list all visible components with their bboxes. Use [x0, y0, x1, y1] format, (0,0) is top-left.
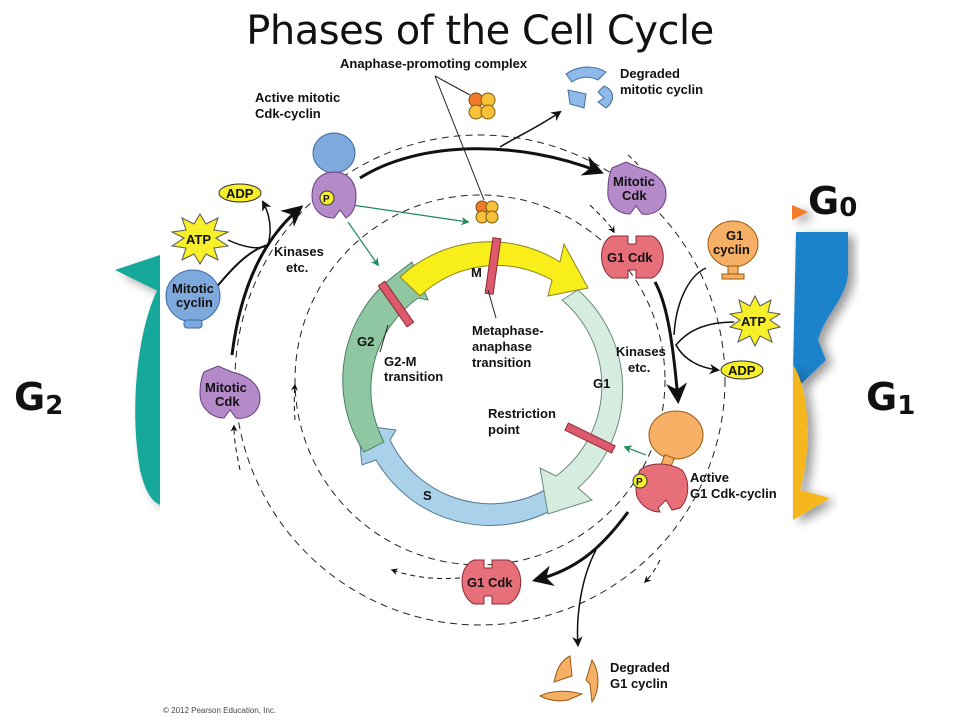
active-g1-cdk-cyclin: P: [632, 410, 704, 513]
apc-pointer-2: [434, 75, 485, 201]
slide-title: Phases of the Cell Cycle: [246, 8, 714, 54]
g1-label: G1: [866, 375, 915, 421]
dashed-arrow-g1cdk-out: [390, 568, 461, 579]
background-g0-arrows: [792, 205, 848, 385]
degraded-g1-cyclin-icon: [538, 655, 599, 704]
phospho-label-top: P: [323, 194, 330, 205]
phase-g2-arrow: [342, 261, 429, 453]
svg-text:G1 Cdk: G1 Cdk: [607, 250, 653, 265]
phase-g1-label: G1: [593, 376, 610, 391]
svg-text:G1 Cdk: G1 Cdk: [467, 575, 513, 590]
copyright: © 2012 Pearson Education, Inc.: [163, 706, 276, 715]
atp-icon-right: ATP: [728, 294, 782, 348]
apc-pointer-1: [434, 75, 471, 96]
degraded-mitotic-cyclin-icon: [565, 66, 613, 109]
atp-icon-left: ATP: [170, 213, 230, 265]
green-arrow-to-g2m: [347, 221, 379, 267]
metaphase-pointer: [487, 289, 497, 319]
phase-m-label: M: [471, 265, 482, 280]
phase-ring: M G1 S G2: [342, 241, 624, 526]
apc-complex-top: [468, 92, 496, 120]
g0-label: G0: [808, 179, 857, 223]
phase-g1-arrow: [539, 289, 624, 515]
background-g1-arrow: [793, 365, 830, 520]
green-arrow-to-restriction: [623, 445, 647, 456]
dashed-arrow-mitotic-out: [627, 154, 661, 202]
arrow-active-to-mitotic-cdk: [359, 147, 604, 180]
arrow-cdk-to-active: [230, 205, 304, 356]
phase-m-arrow: [399, 241, 589, 297]
arrow-active-g1-to-g1cdk: [531, 511, 630, 586]
dashed-arrow-to-g1cdk: [589, 204, 615, 234]
dashed-arrow-outer-right: [644, 559, 661, 583]
apc-label: Anaphase-promoting complex: [340, 56, 528, 71]
svg-text:ATP: ATP: [186, 232, 211, 247]
arrow-to-degraded-g1: [572, 549, 597, 648]
arrow-atp-adp-right: [675, 321, 735, 375]
checkpoint-restriction-bar: [564, 422, 616, 454]
arrow-g1cyclin-join: [673, 267, 707, 336]
phospho-label-bottom: P: [636, 477, 643, 488]
arrow-g1cdk-to-active: [653, 281, 688, 405]
g1-cdk-upper: G1 Cdk: [601, 235, 664, 279]
active-mitotic-cdk-cyclin: P: [311, 132, 357, 219]
green-arrow-to-apc: [351, 204, 470, 226]
svg-text:ADP: ADP: [226, 186, 254, 201]
background-teal-arrow: [115, 255, 160, 505]
phase-g2-label: G2: [357, 334, 374, 349]
apc-complex-bottom: [475, 200, 499, 224]
svg-text:ADP: ADP: [728, 363, 756, 378]
checkpoint-g2m-bar: [377, 280, 415, 328]
phase-s-label: S: [423, 488, 432, 503]
dashed-arrow-inner-left: [290, 383, 298, 421]
dashed-arrow-outer-left: [230, 424, 241, 471]
g2m-pointer: [379, 324, 389, 353]
arrow-to-degraded-mitotic: [499, 110, 562, 148]
adp-icon-left: ADP: [218, 183, 262, 203]
g2-label: G2: [14, 375, 63, 421]
g1-cdk-lower: G1 Cdk: [461, 559, 522, 605]
arrow-atp-adp-left: [227, 200, 272, 249]
adp-icon-right: ADP: [720, 360, 764, 380]
svg-text:ATP: ATP: [741, 314, 766, 329]
